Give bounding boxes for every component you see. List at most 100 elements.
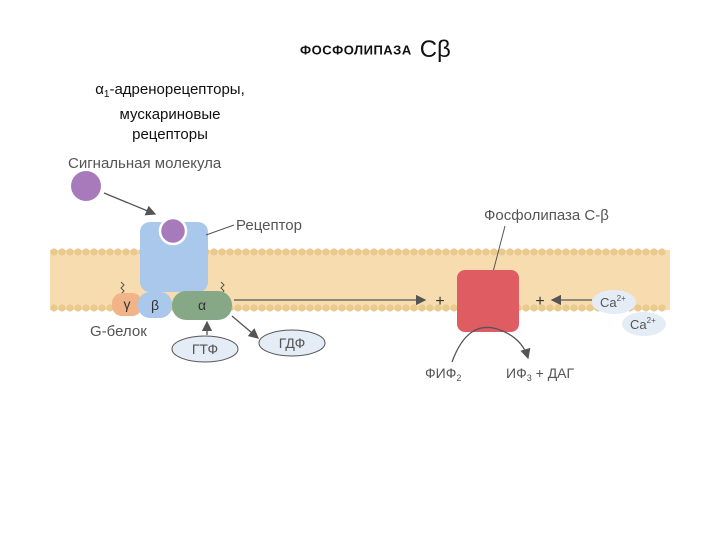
lipid-head bbox=[538, 248, 546, 256]
lipid-head bbox=[634, 248, 642, 256]
pip2-label: ФИФ2 bbox=[425, 365, 461, 383]
lipid-head bbox=[274, 248, 282, 256]
lipid-head bbox=[362, 304, 370, 312]
lipid-head bbox=[394, 304, 402, 312]
lipid-head bbox=[554, 248, 562, 256]
lipid-head bbox=[618, 248, 626, 256]
caption-alpha: α bbox=[95, 81, 104, 98]
signal-molecule bbox=[71, 171, 101, 201]
lipid-head bbox=[522, 304, 530, 312]
products-label: ИФ3 + ДАГ bbox=[506, 365, 575, 383]
lipid-head bbox=[266, 304, 274, 312]
lipid-head bbox=[442, 248, 450, 256]
lipid-head bbox=[642, 248, 650, 256]
lipid-head bbox=[426, 248, 434, 256]
lipid-head bbox=[258, 248, 266, 256]
lipid-head bbox=[290, 248, 298, 256]
gdp-label: ГДФ bbox=[279, 335, 305, 351]
lipid-head bbox=[74, 304, 82, 312]
lipid-head bbox=[58, 248, 66, 256]
lipid-head bbox=[586, 304, 594, 312]
lipid-head bbox=[562, 304, 570, 312]
lipid-head bbox=[538, 304, 546, 312]
plus-left: + bbox=[435, 293, 444, 310]
phospholipase-leader-line bbox=[492, 225, 506, 273]
lipid-head bbox=[658, 248, 666, 256]
lipid-head bbox=[394, 248, 402, 256]
lipid-head bbox=[634, 304, 642, 312]
lipid-head bbox=[290, 304, 298, 312]
calcium-ion-2 bbox=[622, 312, 666, 336]
lipid-head bbox=[66, 248, 74, 256]
lipid-head bbox=[322, 248, 330, 256]
beta-label: β bbox=[151, 297, 159, 313]
calcium-ion-2-label: Ca2+ bbox=[630, 316, 656, 332]
lipid-head bbox=[626, 248, 634, 256]
phospholipase-label: Фосфолипаза С-β bbox=[484, 207, 609, 224]
caption-line-3: рецепторы bbox=[132, 126, 208, 143]
lipid-head bbox=[546, 248, 554, 256]
lipid-head bbox=[506, 248, 514, 256]
lipid-head bbox=[258, 304, 266, 312]
lipid-head bbox=[490, 248, 498, 256]
lipid-head bbox=[434, 304, 442, 312]
lipid-head bbox=[90, 304, 98, 312]
receptor-leader-line bbox=[205, 224, 235, 236]
lipid-head bbox=[570, 304, 578, 312]
lipid-head bbox=[314, 304, 322, 312]
lipid-head bbox=[98, 304, 106, 312]
reaction-arrow bbox=[451, 326, 531, 363]
lipid-head bbox=[530, 248, 538, 256]
lipid-head bbox=[98, 248, 106, 256]
lipid-head bbox=[530, 304, 538, 312]
gtp-ellipse bbox=[171, 335, 239, 363]
lipid-head bbox=[474, 248, 482, 256]
receptor-caption: α1-адренорецепторы, мускариновые рецепто… bbox=[50, 80, 290, 145]
lipid-head bbox=[450, 304, 458, 312]
lipid-head bbox=[642, 304, 650, 312]
lipid-head bbox=[66, 304, 74, 312]
lipid-head bbox=[50, 304, 58, 312]
caption-line-1: α1-адренорецепторы, bbox=[50, 80, 290, 105]
lipid-head bbox=[410, 304, 418, 312]
lipid-head bbox=[418, 248, 426, 256]
lipid-head bbox=[650, 304, 658, 312]
lipid-head bbox=[234, 304, 242, 312]
lipid-head bbox=[282, 248, 290, 256]
lipid-head bbox=[586, 248, 594, 256]
lipid-head bbox=[370, 304, 378, 312]
lipid-head bbox=[218, 248, 226, 256]
title-suffix: Cβ bbox=[419, 36, 451, 63]
lipid-head bbox=[114, 248, 122, 256]
gamma-subunit bbox=[112, 293, 142, 316]
lipid-head bbox=[458, 248, 466, 256]
caption-line-1-rest: -адренорецепторы, bbox=[109, 81, 245, 98]
lipid-head bbox=[498, 248, 506, 256]
lipid-head bbox=[234, 248, 242, 256]
lipid-head bbox=[266, 248, 274, 256]
lipid-head bbox=[330, 304, 338, 312]
lipid-head bbox=[338, 304, 346, 312]
lipid-head bbox=[378, 248, 386, 256]
lipid-head bbox=[418, 304, 426, 312]
caption-line-2: мускариновые bbox=[119, 106, 221, 123]
lipid-head bbox=[578, 248, 586, 256]
bound-ligand bbox=[158, 216, 188, 246]
lipid-head bbox=[370, 248, 378, 256]
lipid-head bbox=[482, 248, 490, 256]
lipid-head bbox=[434, 248, 442, 256]
gamma-label: γ bbox=[124, 296, 131, 312]
lipid-head bbox=[466, 248, 474, 256]
caption-alpha-sub: 1 bbox=[103, 89, 110, 100]
lipid-head bbox=[282, 304, 290, 312]
lipid-head bbox=[546, 304, 554, 312]
lipid-head bbox=[90, 248, 98, 256]
alpha-label: α bbox=[198, 297, 206, 313]
lipid-head bbox=[410, 248, 418, 256]
lipid-head bbox=[602, 248, 610, 256]
lipid-head bbox=[402, 248, 410, 256]
alpha-subunit bbox=[172, 291, 232, 320]
beta-subunit bbox=[138, 292, 172, 318]
lipid-head bbox=[562, 248, 570, 256]
lipid-head bbox=[570, 248, 578, 256]
